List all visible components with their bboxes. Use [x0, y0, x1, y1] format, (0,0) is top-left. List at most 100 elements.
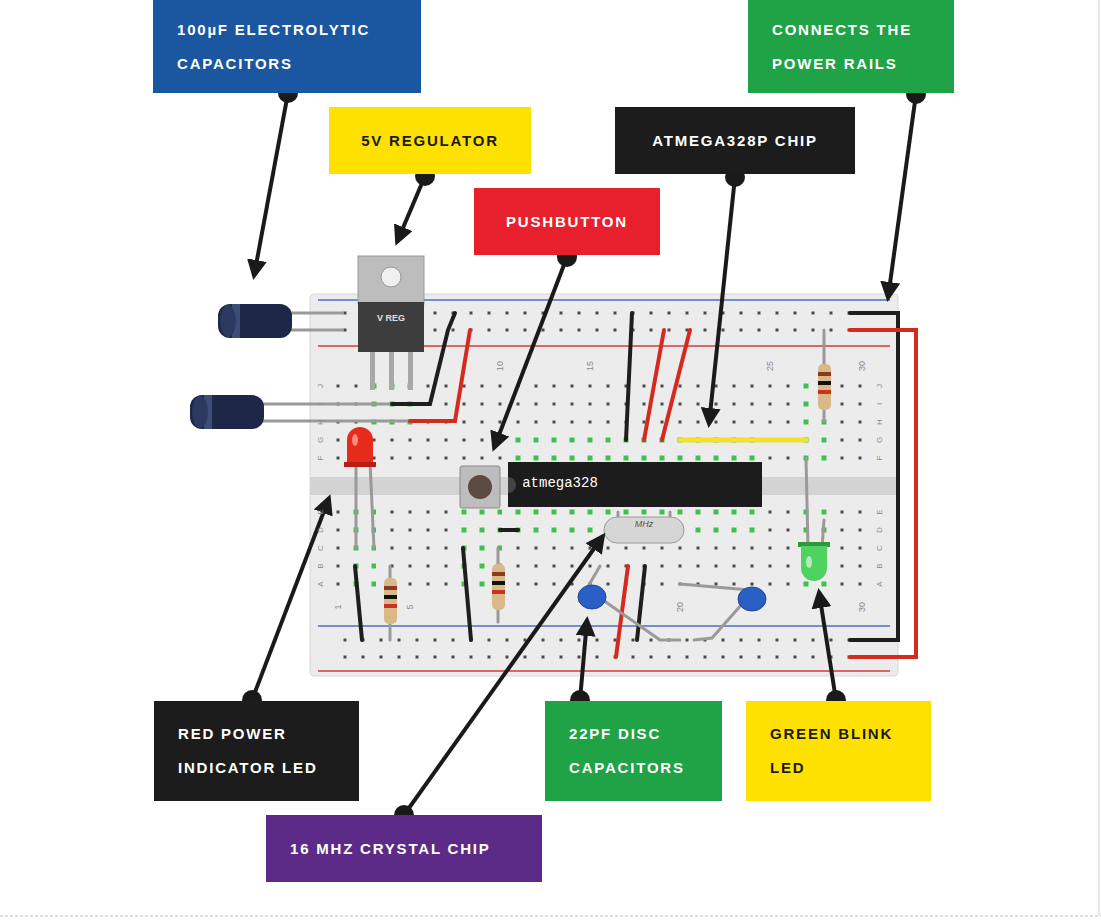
capacitor-end [192, 396, 208, 428]
lead [260, 420, 410, 423]
lead [288, 329, 344, 332]
column-number: 10 [496, 361, 505, 371]
led-highlight [806, 556, 812, 568]
black-wire [850, 313, 898, 640]
resistor-body [492, 564, 505, 610]
resistor-band [384, 595, 397, 599]
led-lead [806, 458, 808, 548]
row-letter: C [317, 545, 325, 551]
row-letter: G [876, 437, 884, 443]
row-letter: E [876, 509, 884, 514]
leader-line [254, 93, 288, 276]
red-wire [410, 330, 470, 421]
leader-dot [415, 166, 435, 186]
red-wire [662, 330, 690, 440]
chip-body [508, 462, 762, 507]
row-letter: I [876, 403, 884, 405]
regulator-hole [381, 267, 401, 287]
column-number: 30 [858, 602, 867, 612]
led-highlight [352, 434, 358, 446]
pushbutton-symbol [460, 466, 500, 508]
leader-lines [252, 93, 916, 815]
row-letter: D [317, 527, 325, 533]
regulator-body [358, 302, 424, 352]
leader-dots [242, 83, 926, 825]
part-marking: V REG [377, 314, 405, 323]
leader-line [709, 177, 735, 424]
black-wire [463, 548, 471, 640]
resistor-band [384, 586, 397, 590]
led-lead [370, 462, 374, 548]
red-wire [644, 330, 664, 440]
callout-box: 22PF DISC CAPACITORS [545, 701, 722, 801]
callout-text: ATMEGA328P CHIP [639, 124, 831, 158]
button-cap [468, 475, 492, 499]
leader-line [397, 176, 425, 242]
resistor-band [818, 381, 831, 385]
callout-text: 22PF DISC CAPACITORS [569, 717, 698, 785]
callout-box: CONNECTS THE POWER RAILS [748, 0, 954, 93]
leader-line [819, 592, 836, 700]
red-led [344, 427, 376, 467]
black-wire [626, 313, 632, 440]
column-number: 20 [676, 602, 685, 612]
electrolytic-capacitor [218, 304, 344, 338]
row-letter: H [317, 419, 325, 425]
electrolytic-capacitor [190, 395, 410, 429]
leader-dot [906, 84, 926, 104]
row-letter: B [317, 563, 325, 568]
leader-dot [242, 690, 262, 710]
callout-text: 16 MHZ CRYSTAL CHIP [290, 832, 518, 866]
column-number: 5 [406, 604, 415, 609]
capacitor-body [218, 304, 292, 338]
leader-dot [570, 690, 590, 710]
resistor-band [492, 590, 505, 594]
lead [288, 312, 344, 315]
leader-line [494, 257, 567, 448]
resistor-body [384, 578, 397, 624]
capacitor-end [220, 305, 236, 337]
jumper-wires [355, 313, 916, 657]
resistor-body [818, 364, 831, 410]
green-led [798, 542, 830, 581]
breadboard-body [310, 294, 898, 676]
capacitor-body [190, 395, 264, 429]
row-letter: D [876, 527, 884, 533]
page-border [1099, 0, 1100, 916]
leader-line [252, 498, 329, 700]
callout-text: 5V REGULATOR [353, 124, 507, 158]
callout-box: ATMEGA328P CHIP [615, 107, 855, 174]
row-letter: I [317, 403, 325, 405]
column-number: 25 [766, 361, 775, 371]
row-letter: B [876, 563, 884, 568]
leader-line [580, 620, 587, 700]
led-lead [355, 462, 358, 548]
callout-box: 5V REGULATOR [329, 107, 531, 174]
capacitor-lead [680, 584, 750, 590]
leader-dot [826, 690, 846, 710]
callout-text: RED POWER INDICATOR LED [178, 717, 335, 785]
leader-dot [278, 83, 298, 103]
callout-box: 100µF ELECTROLYTIC CAPACITORS [153, 0, 421, 93]
leader-dot [394, 805, 414, 825]
page-border [0, 916, 1101, 917]
chip-marking: atmega328 [522, 476, 598, 490]
disc-capacitor [578, 585, 606, 609]
regulator-leg [370, 350, 375, 390]
column-number: 1 [334, 604, 343, 609]
capacitor-lead [600, 598, 680, 640]
black-wire [392, 313, 455, 404]
callout-text: CONNECTS THE POWER RAILS [772, 13, 930, 81]
crystal-body [604, 517, 684, 543]
column-number: 30 [858, 361, 867, 371]
black-wire [500, 528, 518, 532]
terminal-holes [332, 506, 866, 590]
resistor-band [492, 581, 505, 585]
callout-text: GREEN BLINK LED [770, 717, 907, 785]
rail-holes [340, 635, 866, 662]
lead [260, 403, 392, 406]
resistor-band [384, 604, 397, 608]
crystal-marking: MHz [635, 520, 654, 529]
